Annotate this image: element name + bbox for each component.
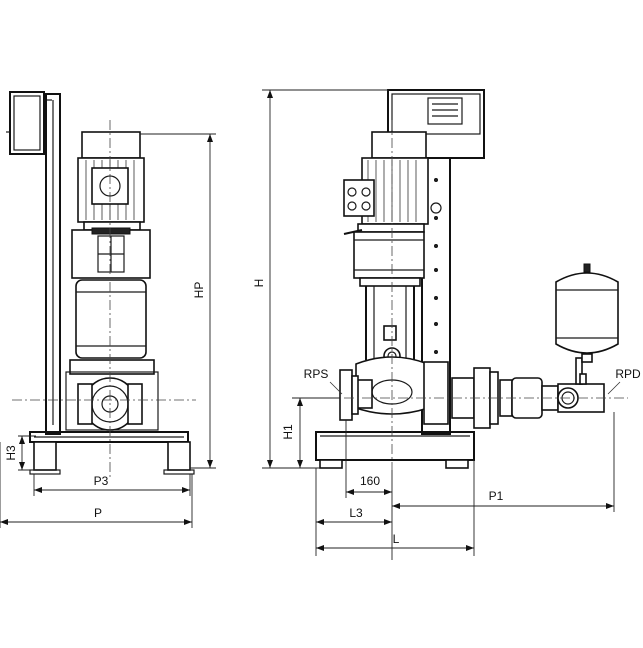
control-box-side [6,91,52,155]
side-view [6,91,196,480]
base-frame-front [315,431,475,469]
label-160: 160 [360,474,380,488]
pump-foot-side [65,359,159,431]
mounting-rail-side [45,93,61,435]
dimension-labels: P3 P H3 HP H H1 160 L3 L P1 RPS RPD [4,279,641,546]
label-l: L [393,532,400,546]
base-frame-side [29,431,195,475]
front-view [315,89,628,470]
pressure-tank [555,263,619,363]
label-h: H [252,279,266,288]
pump-casing-front [339,356,449,425]
control-box-front [387,89,485,159]
coupling-front [353,231,425,279]
motor-front [343,131,429,235]
label-h3: H3 [4,445,18,461]
label-p1: P1 [489,489,504,503]
label-rps: RPS [304,367,329,381]
dimension-lines [0,89,621,560]
pump-body-front [359,277,421,365]
label-p: P [94,506,102,520]
label-h1: H1 [281,424,295,440]
label-rpd: RPD [615,367,641,381]
motor-side [77,131,145,231]
label-p3: P3 [94,474,109,488]
coupling-side [71,227,151,279]
label-hp: HP [192,282,206,299]
discharge-line [451,357,605,429]
label-l3: L3 [349,506,363,520]
pump-stack-side [75,279,147,359]
